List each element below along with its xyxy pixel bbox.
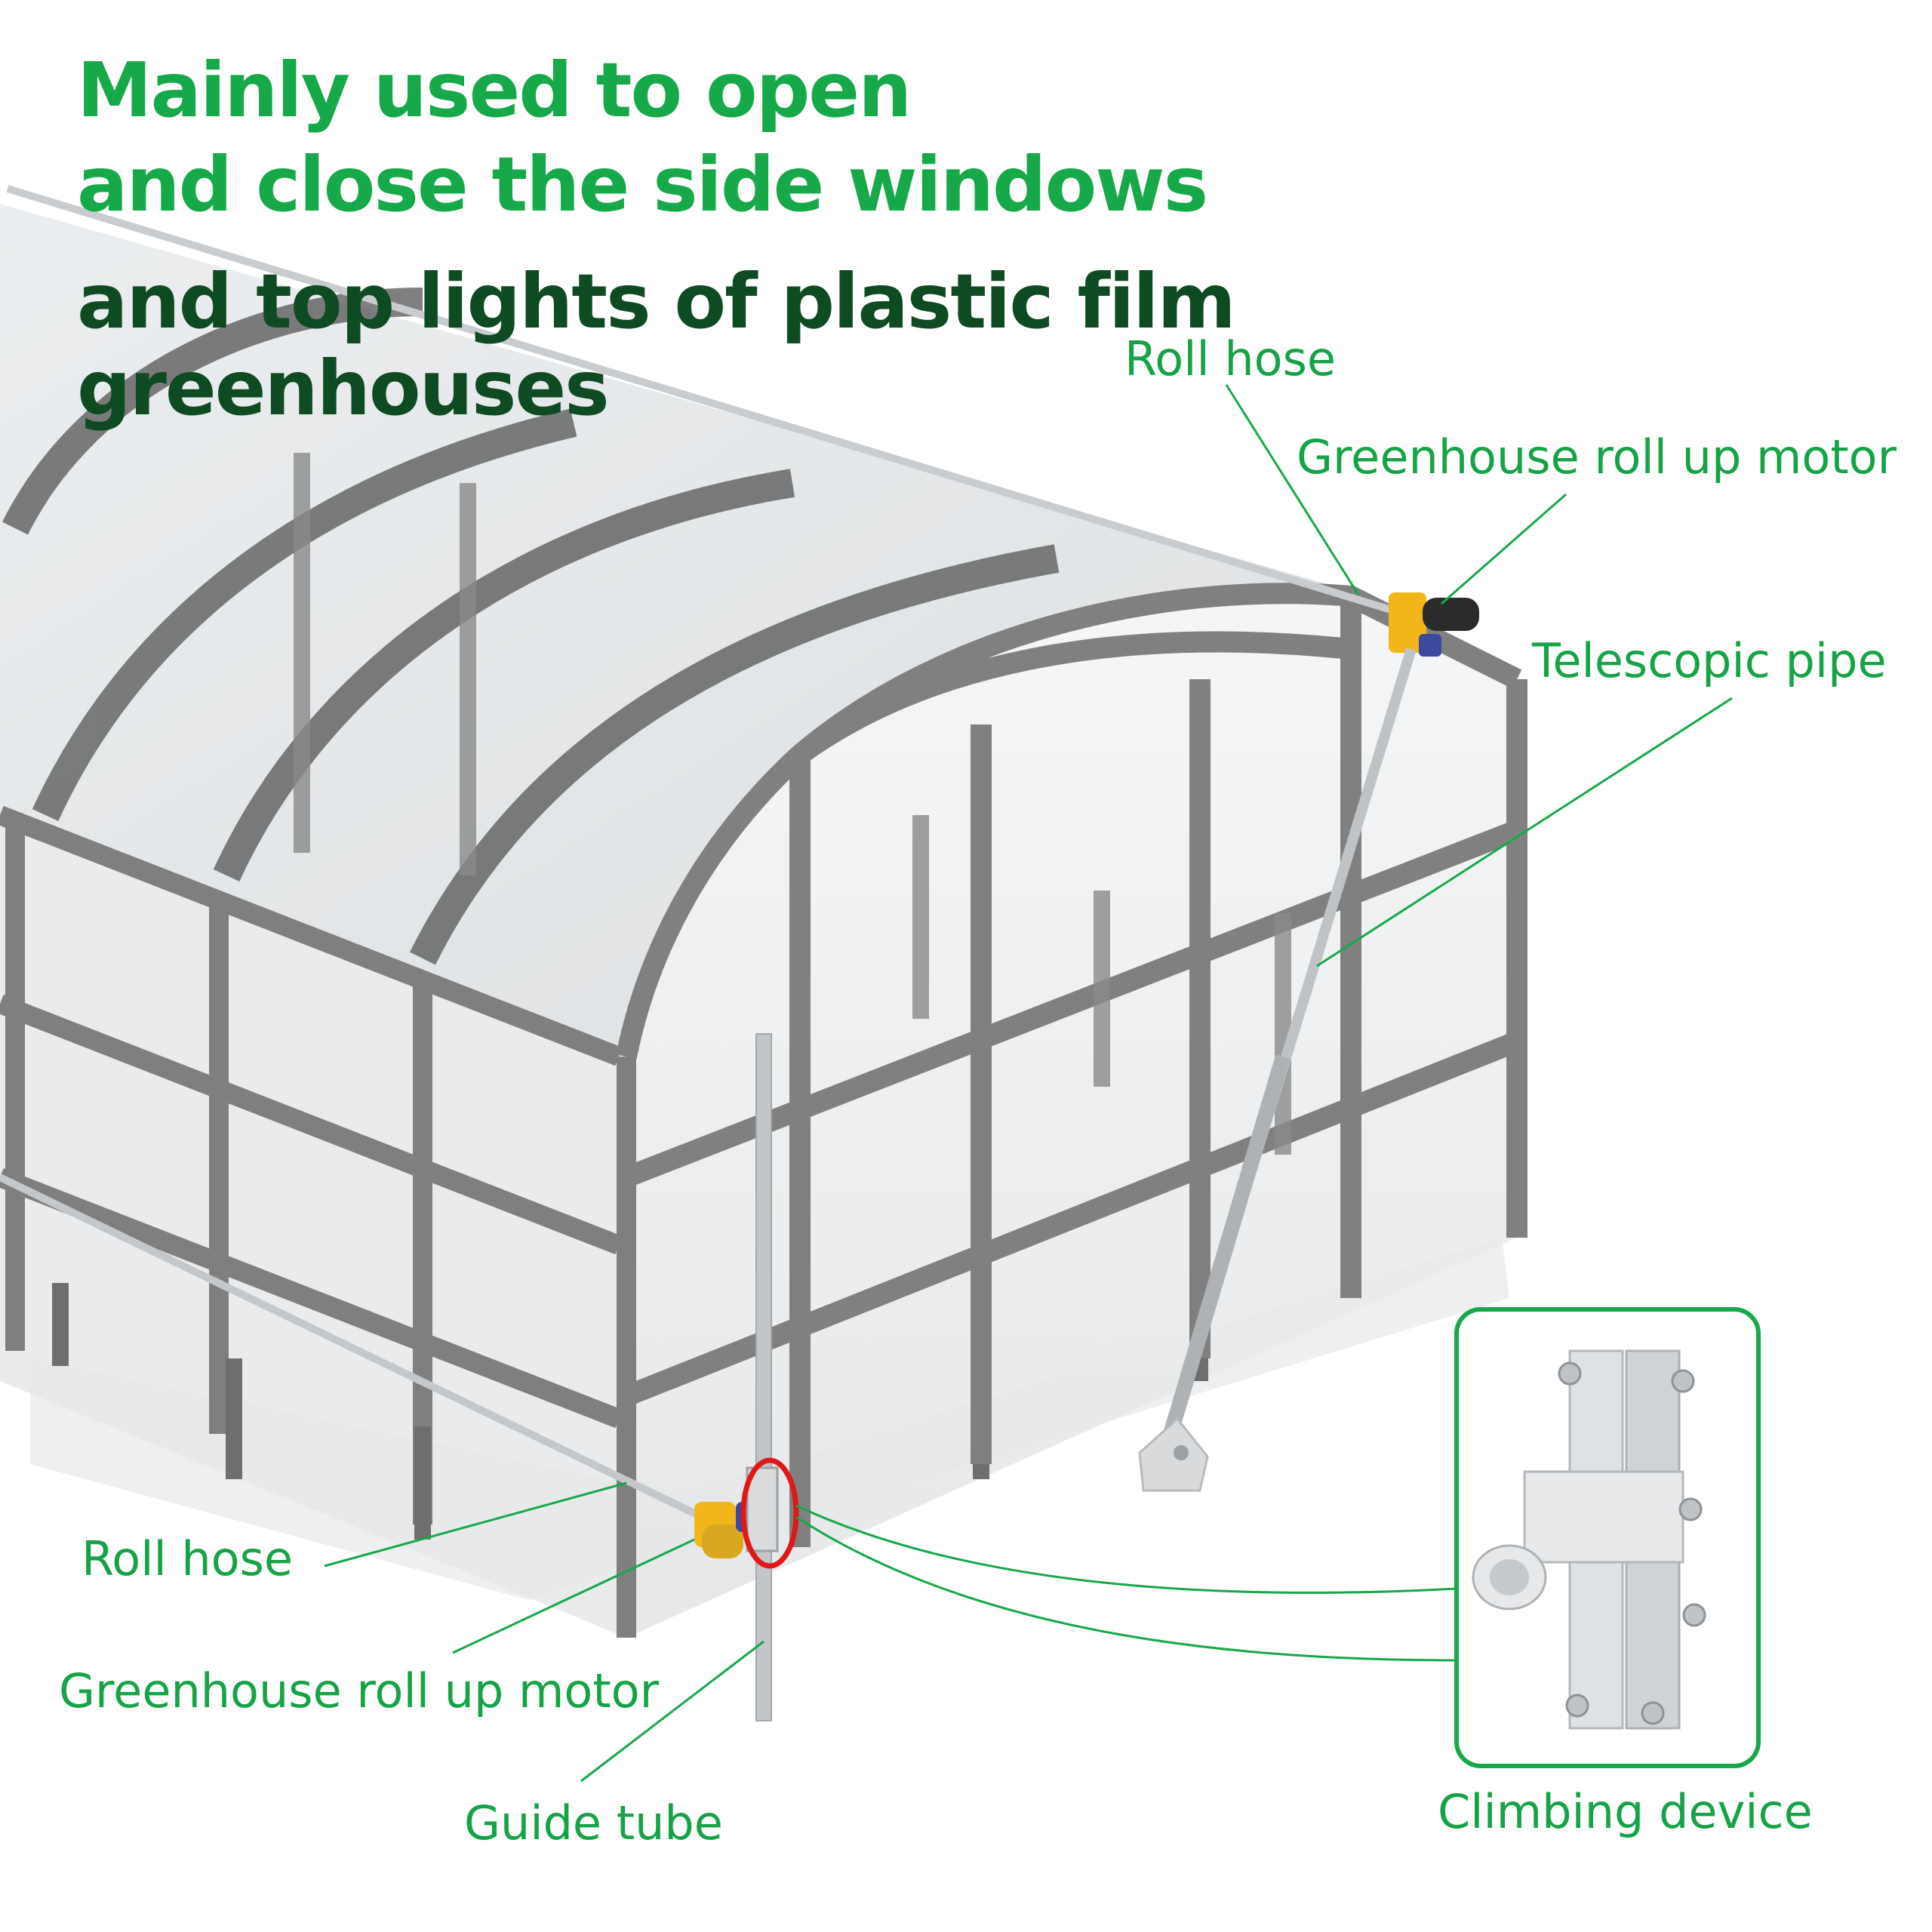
leader-climbing-lower — [795, 1515, 1457, 1662]
label-climbing-device: Climbing device — [1438, 1784, 1813, 1839]
label-motor-bottom: Greenhouse roll up motor — [59, 1663, 660, 1718]
guide-tube-rod — [755, 1033, 772, 1721]
leader-motor-top — [1441, 493, 1567, 605]
roof-arches — [2, 288, 1060, 965]
headline-line-3: and top lights of plastic film — [77, 257, 1236, 346]
end-wall-film — [619, 586, 1517, 1638]
climbing-device-illustration — [1472, 1349, 1706, 1730]
leader-motor-bottom — [452, 1538, 695, 1654]
leader-lines — [324, 384, 1733, 1783]
leader-telescopic-pipe — [1316, 697, 1733, 968]
leader-roll-hose-top — [1225, 384, 1360, 595]
bottom-motor-assembly — [694, 1466, 779, 1558]
telescopic-pipe-rod — [1138, 647, 1417, 1492]
side-wall-film — [0, 815, 626, 1638]
roll-hose-top-pipe — [6, 185, 1398, 615]
label-roll-hose-bottom: Roll hose — [82, 1531, 294, 1586]
roll-hose-bottom-pipe — [0, 1174, 704, 1521]
label-guide-tube: Guide tube — [464, 1795, 723, 1850]
side-wall-frame — [0, 805, 636, 1638]
top-motor-assembly — [1389, 592, 1479, 657]
headline-line-4: greenhouses — [77, 344, 610, 432]
leader-climbing-upper — [795, 1504, 1457, 1594]
leader-roll-hose-bottom — [324, 1481, 627, 1567]
headline-line-1: Mainly used to open — [77, 46, 912, 134]
roof-film — [0, 204, 1343, 1057]
headline-line-2: and close the side windows — [77, 140, 1208, 229]
leader-guide-tube — [580, 1640, 764, 1783]
label-motor-top: Greenhouse roll up motor — [1297, 429, 1897, 485]
end-wall-frame — [616, 583, 1527, 1547]
label-telescopic-pipe: Telescopic pipe — [1532, 633, 1887, 688]
climbing-device-highlight — [740, 1457, 799, 1569]
interior-posts — [294, 453, 1291, 1155]
label-roll-hose-top: Roll hose — [1124, 331, 1337, 386]
